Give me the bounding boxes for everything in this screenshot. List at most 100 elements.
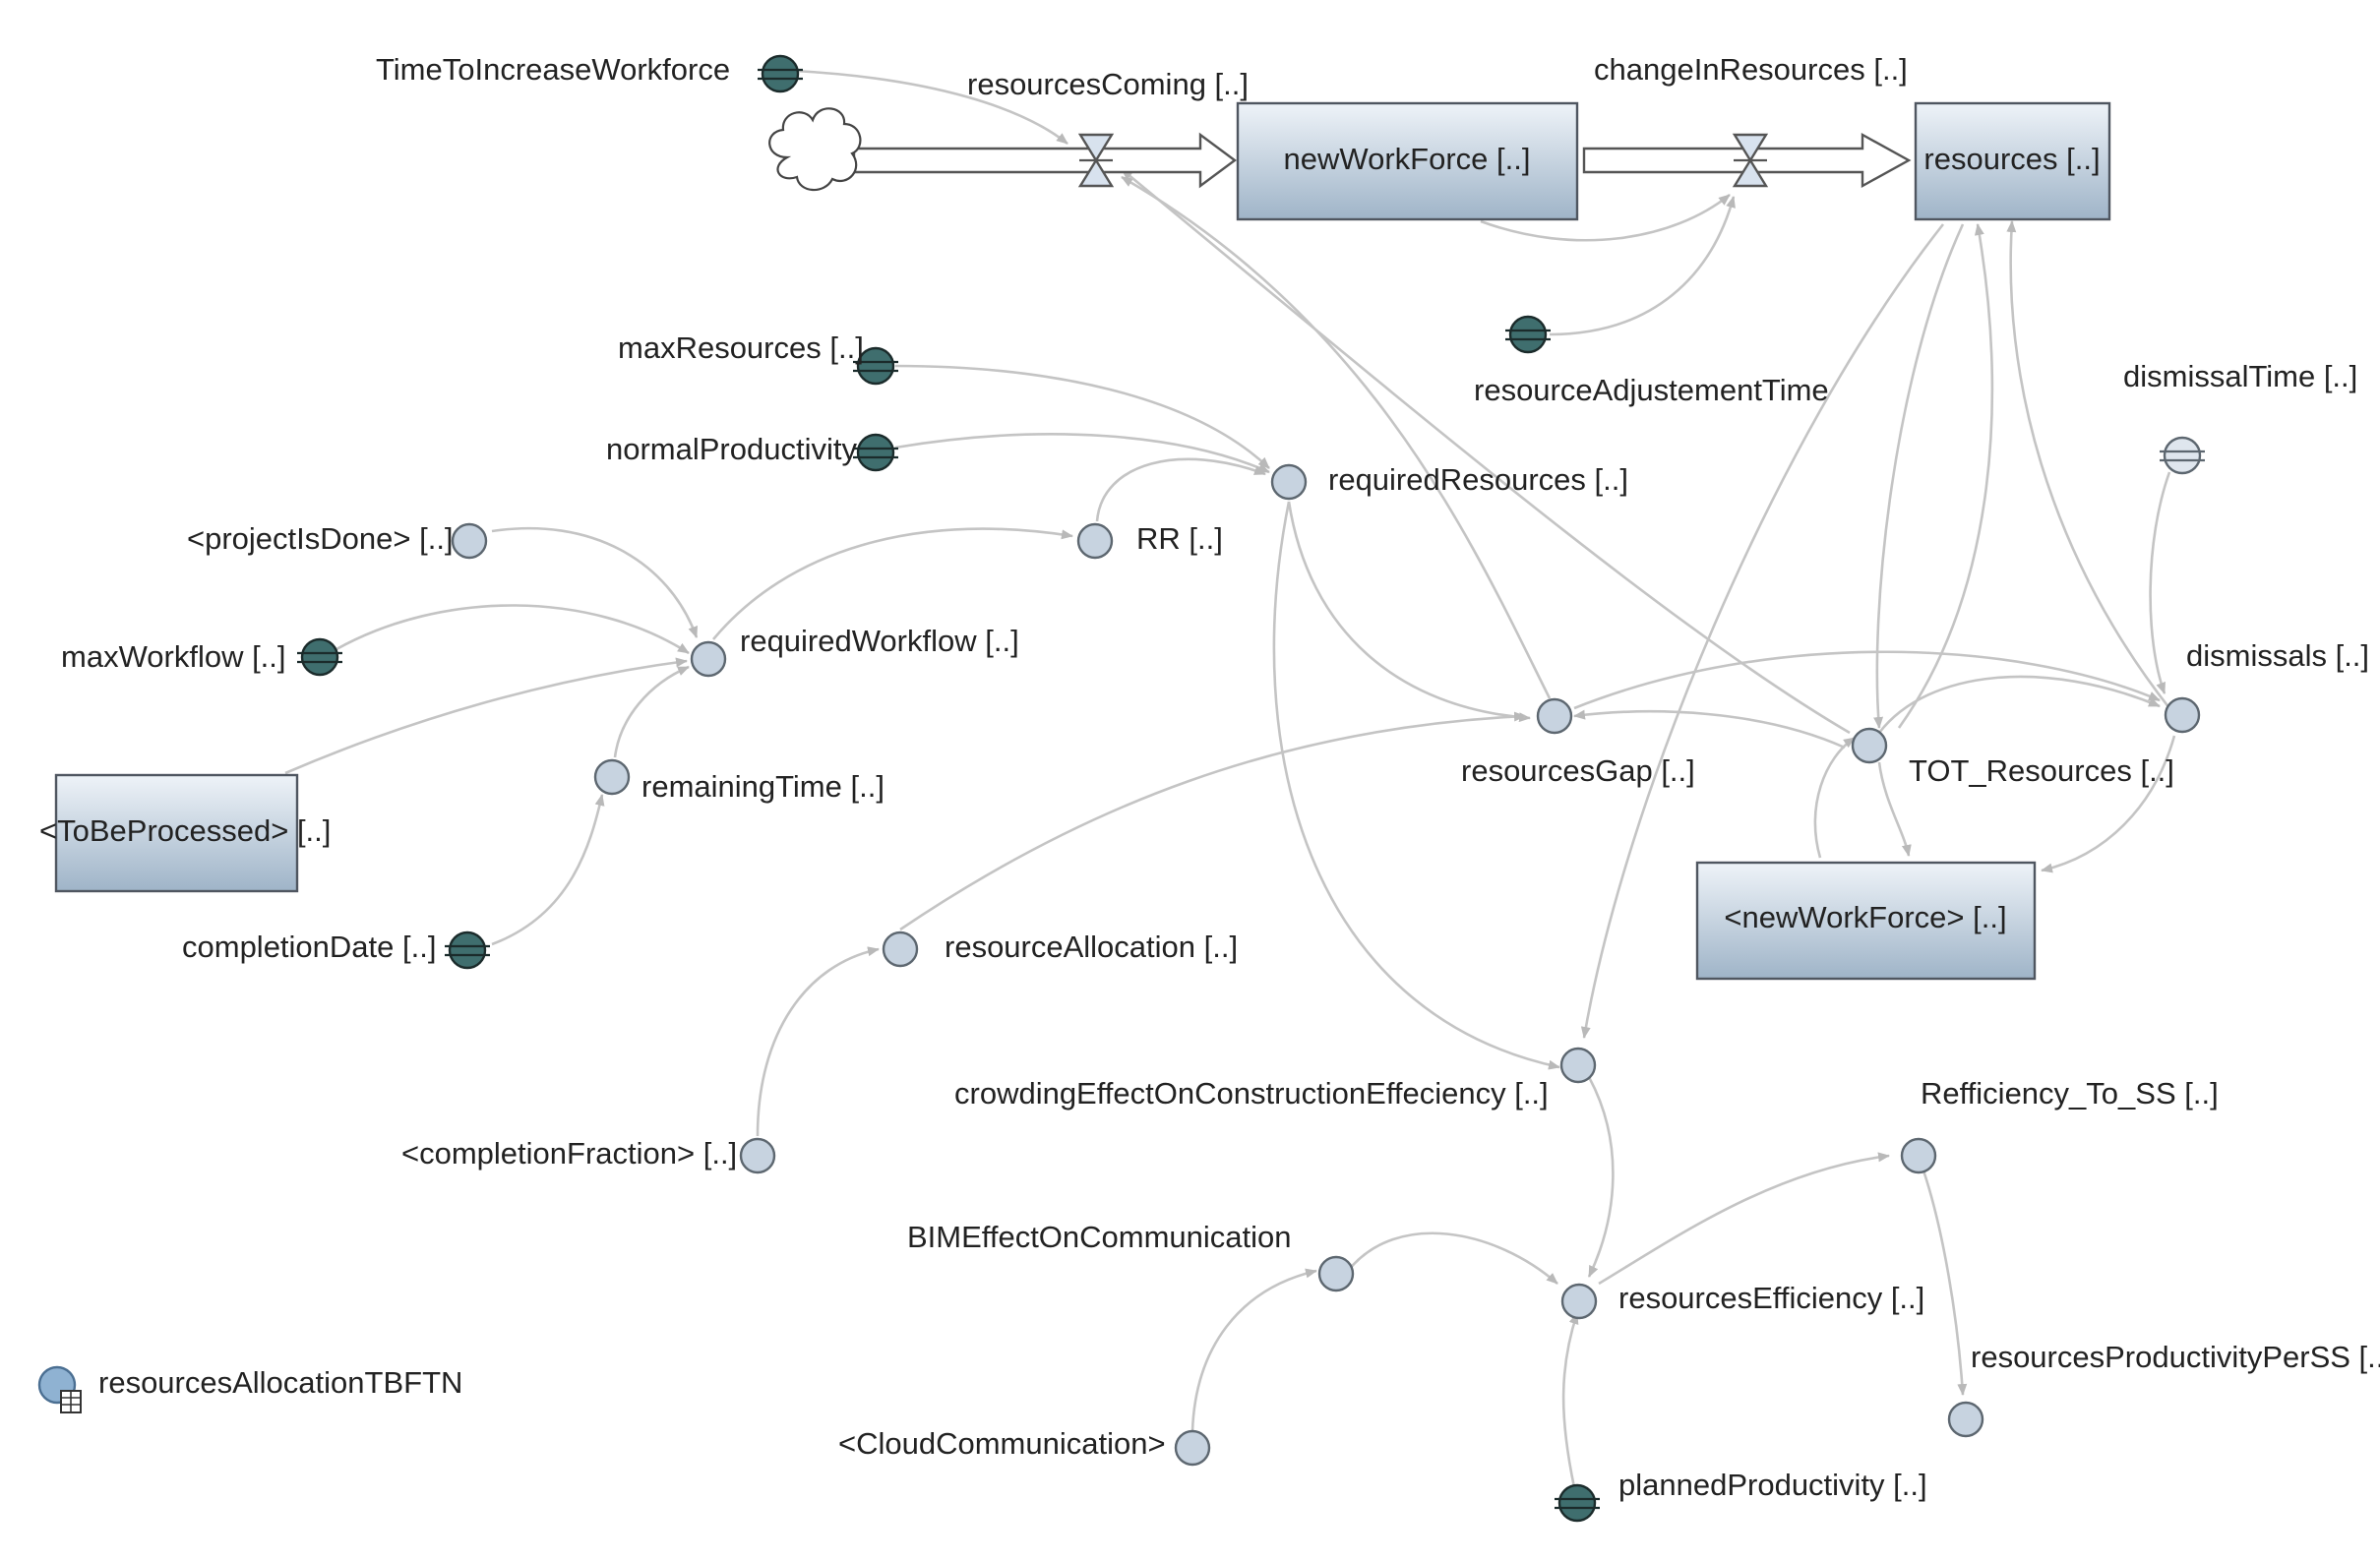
link-dismissals-to-newworkforce-shadow bbox=[2041, 735, 2176, 873]
link-refficiency-to-productivityperss bbox=[1922, 1170, 1968, 1396]
label-maxresources: maxResources [..] bbox=[618, 330, 864, 365]
label-resourcesgap: resourcesGap [..] bbox=[1461, 753, 1695, 788]
aux-totresources[interactable] bbox=[1851, 727, 1888, 764]
aux-rr[interactable] bbox=[1076, 522, 1114, 560]
label-timetoincreaseworkforce: TimeToIncreaseWorkforce bbox=[376, 52, 730, 87]
label-cloudcommunication: <CloudCommunication> bbox=[838, 1426, 1166, 1461]
link-crowding-to-resourcesefficiency bbox=[1587, 1076, 1615, 1278]
link-totresources-to-resourcesgap bbox=[1573, 709, 1846, 750]
label-projectisdone: <projectIsDone> [..] bbox=[187, 521, 454, 556]
label-maxworkflow: maxWorkflow [..] bbox=[61, 639, 286, 674]
aux-projectisdone[interactable] bbox=[451, 522, 488, 560]
aux-resourcesproductivityperss[interactable] bbox=[1947, 1401, 1984, 1438]
link-timetoincrease-to-resourcescoming bbox=[794, 69, 1068, 146]
node-labels: TimeToIncreaseWorkforce resourcesComing … bbox=[61, 52, 2380, 1502]
stock-resources-label: resources [..] bbox=[1923, 142, 2100, 176]
constant-resourceadjustementtime[interactable] bbox=[1505, 315, 1551, 354]
stock-newworkforce[interactable]: newWorkForce [..] bbox=[1236, 101, 1579, 221]
stock-resources[interactable]: resources [..] bbox=[1914, 101, 2111, 221]
link-plannedproductivity-to-resourcesefficiency bbox=[1561, 1312, 1579, 1488]
link-newworkforce-shadow-to-totresources bbox=[1813, 736, 1856, 859]
stock-newworkforce-label: newWorkForce [..] bbox=[1284, 142, 1531, 176]
flow-pipe-resources-coming bbox=[852, 132, 1238, 189]
link-remainingtime-to-requiredworkflow bbox=[613, 665, 690, 758]
link-requiredresources-to-crowding bbox=[1272, 501, 1560, 1070]
label-plannedproductivity: plannedProductivity [..] bbox=[1618, 1468, 1927, 1502]
aux-completionfraction[interactable] bbox=[739, 1137, 776, 1174]
aux-bimeffect[interactable] bbox=[1317, 1255, 1355, 1292]
aux-resourcesefficiency[interactable] bbox=[1560, 1283, 1598, 1320]
link-resourcesgap-to-dismissals bbox=[1573, 650, 2161, 710]
constant-completiondate[interactable] bbox=[445, 931, 490, 970]
link-requiredworkflow-to-rr bbox=[712, 527, 1073, 640]
label-requiredworkflow: requiredWorkflow [..] bbox=[740, 624, 1019, 658]
flow-change-in-resources[interactable] bbox=[1582, 132, 1912, 189]
link-resourcesefficiency-to-refficiency bbox=[1598, 1152, 1890, 1286]
constant-dismissaltime[interactable] bbox=[2160, 436, 2205, 475]
aux-cloudcommunication[interactable] bbox=[1174, 1429, 1211, 1467]
link-resources-to-totresources bbox=[1873, 223, 1965, 729]
aux-resourceallocation[interactable] bbox=[882, 931, 919, 968]
aux-crowdingeffect[interactable] bbox=[1559, 1047, 1597, 1084]
link-dismissaltime-to-dismissals bbox=[2149, 471, 2171, 694]
aux-requiredworkflow[interactable] bbox=[690, 640, 727, 678]
link-normalproductivity-to-requiredresources bbox=[894, 433, 1270, 474]
link-newworkforce-to-changeinresources bbox=[1480, 193, 1731, 242]
table-function-icon bbox=[37, 1365, 82, 1413]
label-rr: RR [..] bbox=[1136, 521, 1223, 556]
link-requiredresources-to-resourcesgap bbox=[1287, 501, 1531, 723]
auxiliary-nodes bbox=[451, 463, 2201, 1467]
link-tobeprocessed-to-requiredworkflow bbox=[284, 657, 688, 775]
link-adjustementtime-to-changeinresources bbox=[1549, 196, 1736, 336]
link-resources-to-crowding bbox=[1580, 223, 1945, 1039]
link-completionfraction-to-resourceallocation bbox=[756, 946, 880, 1137]
aux-resourcesgap[interactable] bbox=[1536, 697, 1573, 735]
link-completiondate-to-remainingtime bbox=[491, 794, 605, 946]
constant-plannedproductivity[interactable] bbox=[1555, 1483, 1600, 1523]
label-completionfraction: <completionFraction> [..] bbox=[401, 1136, 737, 1171]
link-bimeffect-to-resourcesefficiency bbox=[1346, 1231, 1558, 1285]
link-totresources-to-resources bbox=[1897, 223, 1994, 729]
link-resourcesgap-to-resourcescoming bbox=[1121, 175, 1552, 699]
constant-maxworkflow[interactable] bbox=[297, 637, 342, 677]
link-cloudcommunication-to-bimeffect bbox=[1190, 1268, 1317, 1432]
table-function-module[interactable]: resourcesAllocationTBFTN bbox=[37, 1365, 462, 1413]
stock-newworkforce-shadow-label: <newWorkForce> [..] bbox=[1724, 900, 2006, 934]
link-projectisdone-to-requiredworkflow bbox=[491, 526, 699, 638]
link-maxworkflow-to-requiredworkflow bbox=[336, 604, 690, 655]
label-totresources: TOT_Resources [..] bbox=[1909, 753, 2174, 788]
stock-tobeprocessed-shadow[interactable]: <ToBeProcessed> [..] bbox=[39, 773, 331, 893]
link-totresources-to-resourcescoming bbox=[1121, 167, 1851, 735]
label-remainingtime: remainingTime [..] bbox=[641, 769, 885, 804]
flow-resources-coming[interactable] bbox=[852, 132, 1238, 189]
aux-remainingtime[interactable] bbox=[593, 758, 631, 796]
aux-requiredresources[interactable] bbox=[1270, 463, 1308, 501]
label-resourcescoming: resourcesComing [..] bbox=[967, 67, 1249, 101]
label-resourceadjustementtime: resourceAdjustementTime bbox=[1474, 373, 1829, 407]
aux-refficiencytoss[interactable] bbox=[1900, 1137, 1937, 1174]
label-resourcesproductivityperss: resourcesProductivityPerSS [..] bbox=[1971, 1340, 2380, 1374]
constant-maxresources[interactable] bbox=[853, 346, 898, 386]
table-function-label: resourcesAllocationTBFTN bbox=[98, 1365, 462, 1400]
label-dismissals: dismissals [..] bbox=[2186, 638, 2369, 673]
label-refficiencytoss: Refficiency_To_SS [..] bbox=[1921, 1076, 2219, 1111]
link-resourceallocation-to-resourcesgap bbox=[899, 711, 1526, 931]
cloud-source-icon bbox=[768, 107, 862, 192]
label-resourceallocation: resourceAllocation [..] bbox=[945, 930, 1238, 964]
link-totresources-to-newworkforce-shadow bbox=[1877, 761, 1912, 857]
constant-normalproductivity[interactable] bbox=[853, 433, 898, 472]
link-dismissals-to-resources bbox=[2006, 220, 2171, 709]
stock-tobeprocessed-label: <ToBeProcessed> [..] bbox=[39, 813, 331, 848]
label-requiredresources: requiredResources [..] bbox=[1328, 462, 1628, 497]
label-completiondate: completionDate [..] bbox=[182, 930, 436, 964]
constant-timetoincreaseworkforce[interactable] bbox=[758, 54, 803, 93]
aux-dismissals[interactable] bbox=[2164, 696, 2201, 734]
label-normalproductivity: normalProductivity bbox=[606, 432, 857, 466]
link-totresources-to-dismissals bbox=[1877, 675, 2161, 734]
label-resourcesefficiency: resourcesEfficiency [..] bbox=[1618, 1281, 1924, 1315]
influence-links bbox=[284, 69, 2176, 1488]
stock-newworkforce-shadow[interactable]: <newWorkForce> [..] bbox=[1695, 861, 2037, 981]
link-maxresources-to-requiredresources bbox=[894, 364, 1270, 469]
